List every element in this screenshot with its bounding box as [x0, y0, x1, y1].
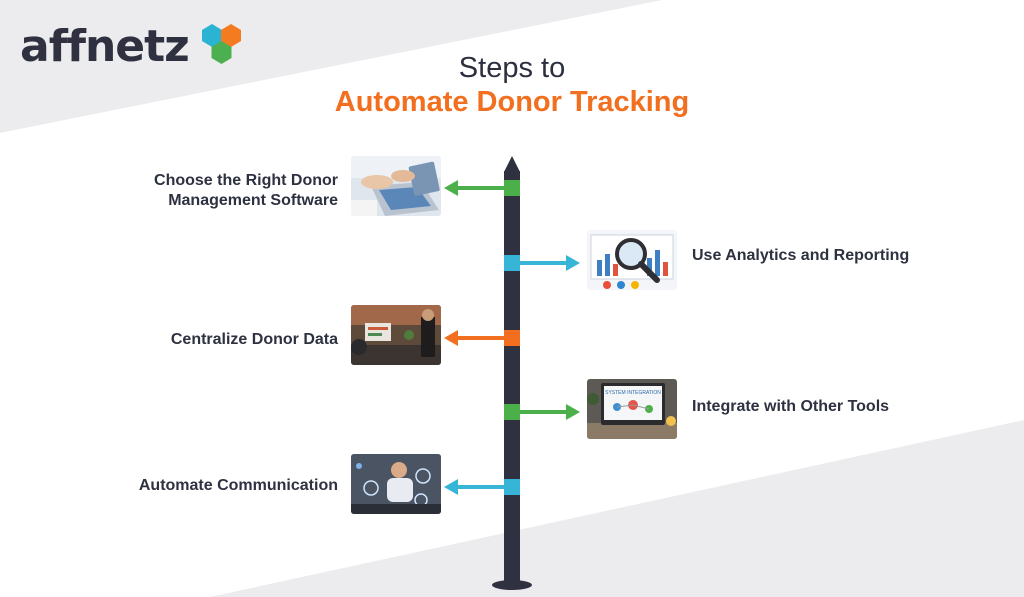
logo-hex-blue	[201, 24, 222, 47]
logo-hex-green	[211, 41, 232, 64]
laptop-typing-image	[351, 156, 441, 216]
timeline-marker	[504, 479, 520, 495]
step-label-analytics: Use Analytics and Reporting	[692, 247, 910, 264]
integration-caption: SYSTEM INTEGRATION	[605, 390, 661, 396]
analytics-magnifier-image	[587, 230, 677, 290]
bottom-grey-band	[210, 420, 1024, 597]
step-label-centralize-data: Centralize Donor Data	[170, 331, 338, 348]
system-integration-image: SYSTEM INTEGRATION	[587, 379, 677, 439]
title-line-2: Automate Donor Tracking	[334, 86, 690, 118]
timeline-marker	[504, 180, 520, 196]
top-grey-band	[0, 0, 662, 133]
arrow-left-icon	[444, 479, 458, 495]
affnetz-logo: affnetz	[20, 22, 245, 72]
logo-text: affnetz	[20, 21, 190, 72]
title-line-1: Steps to	[458, 52, 566, 84]
arrow-right-icon	[566, 255, 580, 271]
step-label-automate-communication: Automate Communication	[138, 477, 338, 494]
timeline-marker	[504, 255, 520, 271]
timeline-pole	[492, 156, 532, 590]
arrow-left-icon	[444, 180, 458, 196]
step-label-integrate-tools: Integrate with Other Tools	[692, 398, 890, 415]
office-meeting-image	[351, 305, 441, 365]
pole-shaft	[504, 171, 520, 583]
pole-base	[492, 580, 532, 590]
timeline-marker	[504, 404, 520, 420]
arrow-left-icon	[444, 330, 458, 346]
timeline-marker	[504, 330, 520, 346]
connectors	[444, 180, 580, 495]
logo-hex-orange	[220, 24, 241, 47]
hexagon-logo-icon	[201, 24, 241, 64]
digital-communication-image	[351, 454, 441, 514]
arrow-right-icon	[566, 404, 580, 420]
pole-tip	[504, 156, 520, 172]
timeline-markers	[504, 180, 520, 495]
